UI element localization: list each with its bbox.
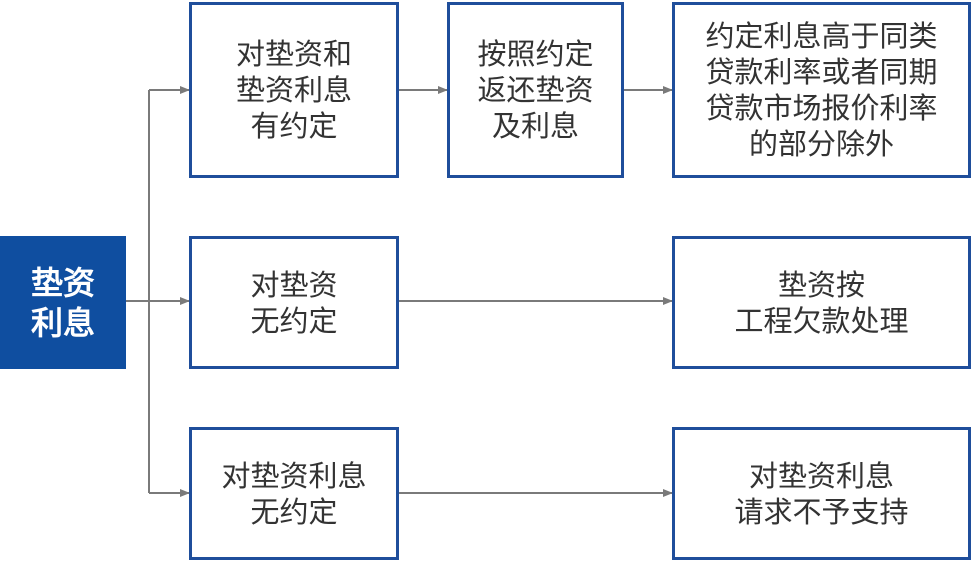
result-node-label: 对垫资利息 请求不予支持 bbox=[734, 458, 909, 529]
condition-node-label: 对垫资 无约定 bbox=[250, 267, 338, 338]
result-node-1: 约定利息高于同类 贷款利率或者同期 贷款市场报价利率 的部分除外 bbox=[672, 2, 971, 178]
root-node-label: 垫资 利息 bbox=[30, 263, 95, 342]
result-node-2: 垫资按 工程欠款处理 bbox=[672, 236, 971, 369]
result-node-label: 约定利息高于同类 贷款利率或者同期 贷款市场报价利率 的部分除外 bbox=[705, 19, 938, 161]
condition-node-1: 对垫资和 垫资利息 有约定 bbox=[189, 2, 399, 178]
result-node-label: 垫资按 工程欠款处理 bbox=[734, 267, 909, 338]
condition-node-label: 对垫资和 垫资利息 有约定 bbox=[235, 37, 352, 143]
condition-node-2: 对垫资 无约定 bbox=[189, 236, 399, 369]
condition-node-label: 对垫资利息 无约定 bbox=[221, 458, 367, 529]
step-node-1: 按照约定 返还垫资 及利息 bbox=[447, 2, 624, 178]
root-node: 垫资 利息 bbox=[0, 236, 126, 369]
condition-node-3: 对垫资利息 无约定 bbox=[189, 427, 399, 560]
result-node-3: 对垫资利息 请求不予支持 bbox=[672, 427, 971, 560]
step-node-label: 按照约定 返还垫资 及利息 bbox=[477, 37, 594, 143]
